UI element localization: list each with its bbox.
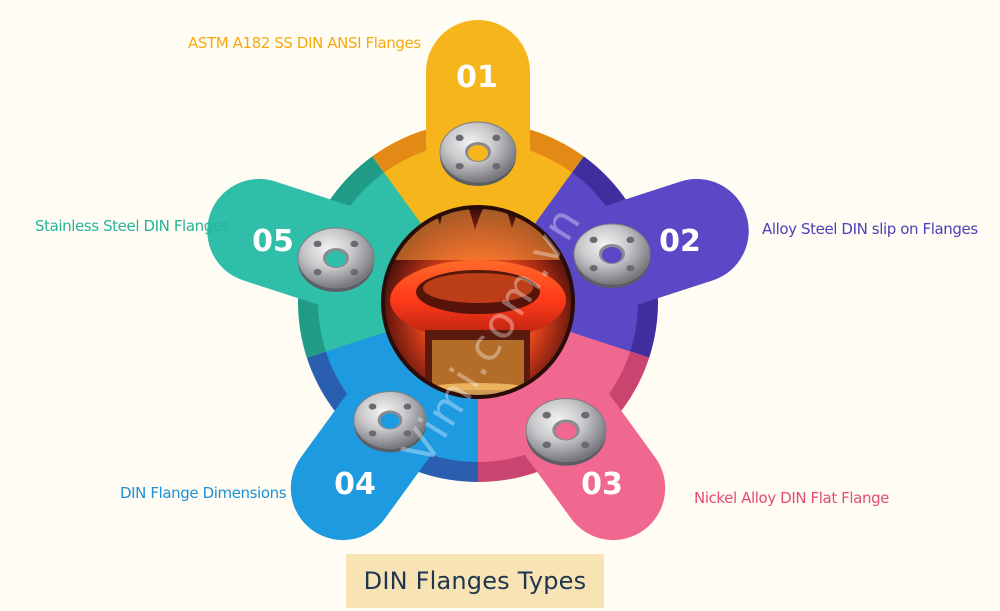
diagram-title: DIN Flanges Types <box>363 567 587 595</box>
caption-02: Alloy Steel DIN slip on Flanges <box>762 220 978 238</box>
petal-number-01: 01 <box>456 60 498 95</box>
center-forging-image <box>381 205 575 399</box>
flange-icon <box>297 227 375 292</box>
flange-icon <box>573 223 651 288</box>
petal-number-03: 03 <box>581 467 623 502</box>
title-box: DIN Flanges Types <box>346 554 604 608</box>
petal-number-02: 02 <box>659 224 701 259</box>
flange-icon <box>353 391 427 453</box>
caption-05: Stainless Steel DIN Flanges <box>35 217 230 235</box>
flange-icon <box>525 397 607 466</box>
flange-icons <box>297 121 651 466</box>
caption-04: DIN Flange Dimensions <box>120 484 287 502</box>
petal-number-05: 05 <box>252 224 294 259</box>
caption-01: ASTM A182 SS DIN ANSI Flanges <box>188 34 421 52</box>
caption-03: Nickel Alloy DIN Flat Flange <box>694 489 890 507</box>
flange-icon <box>439 121 517 186</box>
petal-number-04: 04 <box>334 467 376 502</box>
